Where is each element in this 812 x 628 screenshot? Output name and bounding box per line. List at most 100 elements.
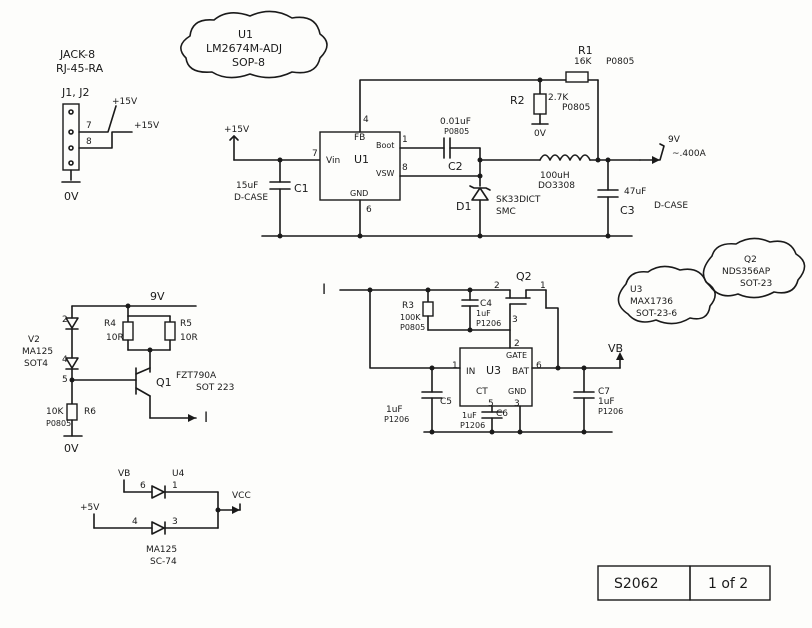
q1-ref: Q1 [156, 376, 172, 389]
r5-ref: R5 [180, 319, 192, 329]
u4-pin3: 3 [172, 517, 178, 527]
jack-pin7: 7 [86, 121, 92, 131]
u1-pin7: 7 [312, 149, 318, 159]
u1-pin4: 4 [363, 115, 369, 125]
u1-pin1: 1 [402, 135, 408, 145]
supply-out-label: 9V [668, 135, 681, 145]
jack-pin-circle [68, 129, 74, 135]
u3-in: IN [466, 367, 475, 377]
q2-ref: Q2 [516, 270, 532, 283]
l1-value: 100uH [540, 171, 570, 181]
r3-value: 100K [400, 313, 421, 322]
jack-name: JACK-8 [59, 48, 95, 61]
q2-pin2: 2 [494, 281, 500, 291]
charger-section: I R3 100K P0805 C4 1uF P1206 Q2 2 1 3 [322, 270, 624, 435]
c4-value: 1uF [476, 309, 491, 318]
current-source: 9V 2 4 5 V2 MA125 SOT4 10K R6 P0805 0V [22, 290, 234, 455]
c7-ref: C7 [598, 387, 610, 397]
v2-pin2: 2 [62, 315, 68, 325]
supply-out-current: ~.400A [672, 149, 707, 159]
c2-pkg: P0805 [444, 127, 469, 136]
r2-ref: R2 [510, 94, 525, 107]
u1-cloud-pkg: SOP-8 [232, 56, 265, 69]
c4-pkg: P1206 [476, 319, 501, 328]
u4-pin6: 6 [140, 481, 146, 491]
r1-resistor [565, 71, 589, 83]
c5-ref: C5 [440, 397, 452, 407]
r1-ref: R1 [578, 44, 593, 57]
u4-ref: U4 [172, 469, 185, 479]
c3-pkg: D-CASE [654, 201, 688, 211]
d1-ref: D1 [456, 200, 471, 213]
q2-cloud: Q2 NDS356AP SOT-23 [702, 237, 806, 299]
c2-value: 0.01uF [440, 117, 471, 127]
jack-rail-2: +15V [134, 121, 160, 131]
u3-cloud-ref: U3 [630, 285, 642, 295]
u1-gnd: GND [350, 189, 368, 198]
cs-rail: 9V [150, 290, 165, 303]
u4-pin4: 4 [132, 517, 138, 527]
u1-fb: FB [354, 133, 365, 143]
l1-part: DO3308 [538, 181, 575, 191]
q2-pin3: 3 [512, 315, 518, 325]
l1-inductor [539, 154, 591, 161]
c5-value: 1uF [386, 405, 403, 415]
r3-ref: R3 [402, 301, 414, 311]
u4-pkg: SC-74 [150, 557, 177, 567]
v2-part: MA125 [22, 347, 53, 357]
q1-pkg: SOT 223 [196, 383, 234, 393]
u4-pin1: 1 [172, 481, 178, 491]
title-block: S2062 1 of 2 [597, 565, 771, 601]
r1-pkg: P0805 [606, 57, 634, 67]
supply-in-label: +15V [224, 125, 250, 135]
cs-out: I [204, 410, 208, 426]
r5-value: 10R [180, 333, 198, 343]
c7-pkg: P1206 [598, 407, 623, 416]
u1-ref: U1 [354, 153, 369, 166]
jack-pin8: 8 [86, 137, 92, 147]
jack-pin-circle [68, 160, 74, 166]
u1-chip [319, 131, 401, 201]
c1-value: 15uF [236, 181, 258, 191]
jack-wire-15v-b [78, 131, 133, 149]
u1-vsw: VSW [376, 169, 395, 178]
jack-gnd-label: 0V [64, 190, 79, 203]
u1-cloud-ref: U1 [238, 28, 253, 41]
u1-pin6: 6 [366, 205, 372, 215]
v2-pin5: 5 [62, 375, 68, 385]
u3-chip [459, 347, 533, 407]
r4-ref: R4 [104, 319, 116, 329]
r6-value: 10K [46, 407, 64, 417]
u3-pin5: 5 [488, 399, 494, 409]
r3-resistor [422, 301, 434, 317]
u3-cloud-part: MAX1736 [630, 297, 673, 307]
r4-resistor [122, 321, 134, 341]
u1-pin8: 8 [402, 163, 408, 173]
c1-ref: C1 [294, 182, 309, 195]
u1-cloud-part: LM2674M-ADJ [206, 42, 282, 55]
c7-value: 1uF [598, 397, 615, 407]
u4-in2-label: +5V [80, 503, 100, 513]
doc-number: S2062 [614, 576, 659, 592]
cs-gnd: 0V [64, 442, 79, 455]
c3-value: 47uF [624, 187, 646, 197]
r6-pkg: P0805 [46, 419, 71, 428]
u3-pin2: 2 [514, 339, 520, 349]
c6-pkg: P1206 [460, 421, 485, 430]
u3-pin6: 6 [536, 361, 542, 371]
jack-wire-15v-a [78, 105, 117, 133]
d1-part: SK33DICT [496, 195, 541, 205]
c2-ref: C2 [448, 160, 463, 173]
jack-j1-j2: JACK-8 RJ-45-RA J1, J2 7 8 +15V +15V 0V [56, 48, 160, 203]
r2-value: 2.7K [548, 93, 569, 103]
q2-cloud-ref: Q2 [744, 255, 757, 265]
jack-type: RJ-45-RA [56, 62, 104, 75]
u4-part: MA125 [146, 545, 177, 555]
c6-value: 1uF [462, 411, 477, 420]
buck-regulator: +15V C1 15uF D-CASE FB Vin U1 Boot VSW G… [224, 44, 707, 239]
u3-pin3: 3 [514, 399, 520, 409]
q2-cloud-part: NDS356AP [722, 267, 771, 277]
page-number: 1 of 2 [708, 576, 748, 592]
r3-pkg: P0805 [400, 323, 425, 332]
